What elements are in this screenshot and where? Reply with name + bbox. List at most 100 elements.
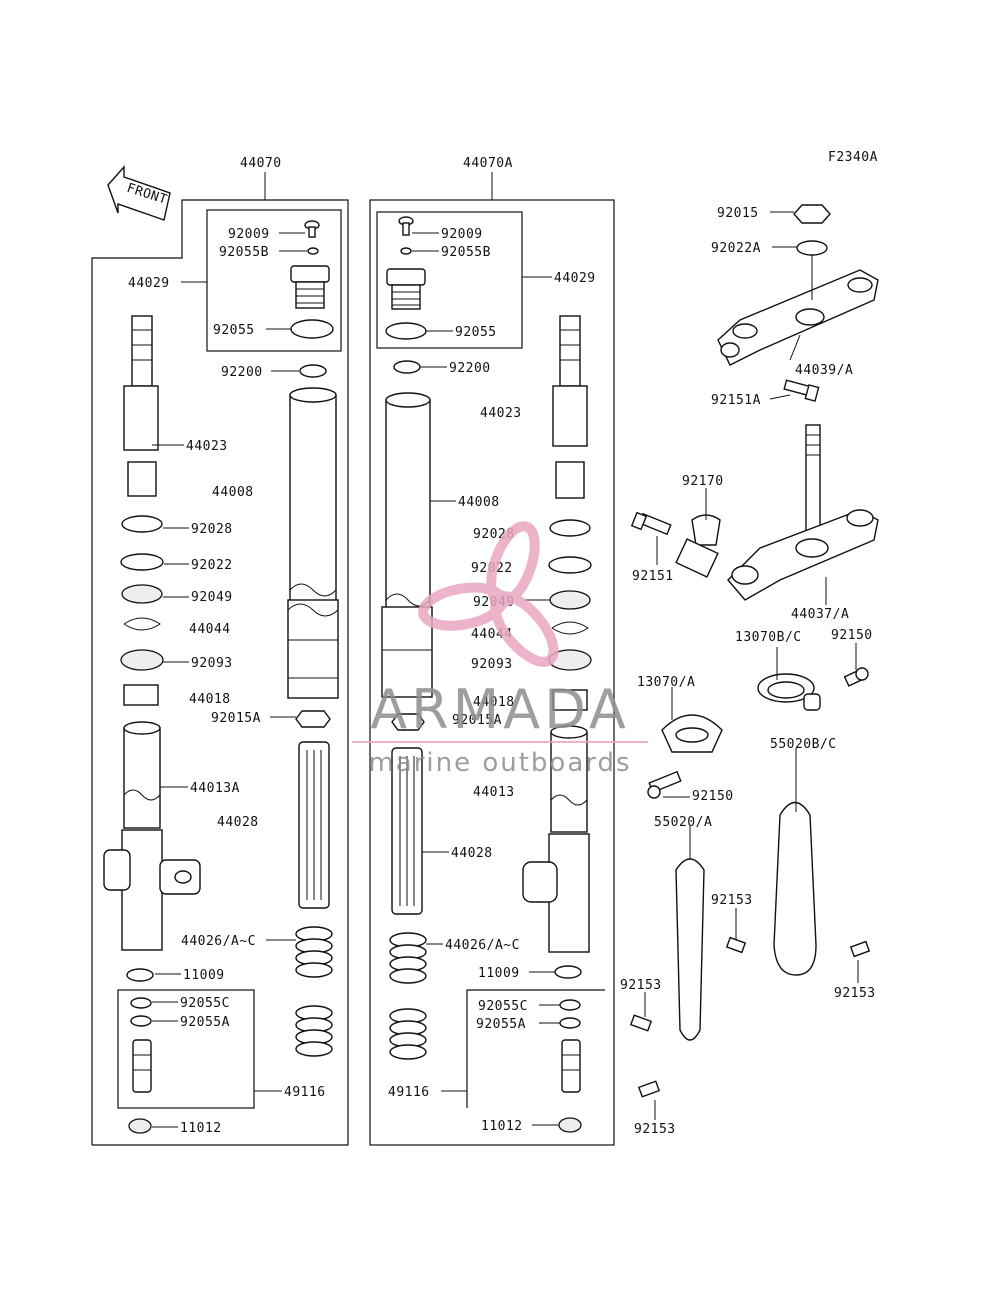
seal-92049-right xyxy=(549,590,591,610)
label-92028-left: 92028 xyxy=(191,522,233,537)
oring-92055a-left xyxy=(130,1015,152,1027)
label-92009-left: 92009 xyxy=(228,227,270,242)
fork-guard-55020bc xyxy=(773,801,817,976)
label-44037: 44037/A xyxy=(791,607,849,622)
bolt-92150b xyxy=(647,770,682,799)
label-92055a-right: 92055A xyxy=(476,1017,526,1032)
label-11009-right: 11009 xyxy=(478,966,520,981)
valve-49116-right xyxy=(561,1039,581,1093)
bracket-92170 xyxy=(675,514,721,578)
screw-92009-right xyxy=(398,216,414,236)
label-44070a: 44070A xyxy=(463,156,513,171)
oring-92055c-left xyxy=(130,997,152,1009)
label-44029-left: 44029 xyxy=(128,276,170,291)
nut-92015a-left xyxy=(295,710,331,728)
label-11012-right: 11012 xyxy=(481,1119,523,1134)
label-92055c-left: 92055C xyxy=(180,996,230,1011)
label-11009-left: 11009 xyxy=(183,968,225,983)
label-44026-right: 44026/A~C xyxy=(445,938,520,953)
fork-cap-44029-right xyxy=(386,268,426,310)
watermark-brand: ARMADA xyxy=(370,678,630,741)
label-11012-left: 11012 xyxy=(180,1121,222,1136)
washer-11009-left xyxy=(126,968,154,982)
label-44044-left: 44044 xyxy=(189,622,231,637)
nut-11012-left xyxy=(128,1118,152,1134)
front-arrow-icon: FRONT xyxy=(107,165,171,221)
upper-clamp-44039 xyxy=(717,269,879,366)
label-92153-a: 92153 xyxy=(711,893,753,908)
clip-44044-right xyxy=(551,621,589,635)
bolts-92153 xyxy=(629,936,871,1098)
label-92153-b: 92153 xyxy=(620,978,662,993)
cylinder-44028-left xyxy=(298,741,330,909)
fork-cap-44029-left xyxy=(290,265,330,309)
inner-tube-44013-right xyxy=(522,725,590,953)
label-92055-left: 92055 xyxy=(213,323,255,338)
watermark-tagline: marine outboards xyxy=(368,748,631,778)
label-92055b-left: 92055B xyxy=(219,245,269,260)
label-92153-c: 92153 xyxy=(834,986,876,1001)
washer-11009-right xyxy=(554,965,582,979)
washer-92022a xyxy=(796,240,828,256)
washer-92022-right xyxy=(548,556,592,574)
label-92153-d: 92153 xyxy=(634,1122,676,1137)
label-44018-left: 44018 xyxy=(189,692,231,707)
label-92150b: 92150 xyxy=(692,789,734,804)
label-13070a: 13070/A xyxy=(637,675,695,690)
seal-92049-left xyxy=(121,584,163,604)
label-92022-left: 92022 xyxy=(191,558,233,573)
damper-rod-44023-left xyxy=(123,315,159,497)
valve-49116-left xyxy=(132,1039,152,1093)
spring-44026-right xyxy=(389,932,427,1060)
label-92150a: 92150 xyxy=(831,628,873,643)
label-44039: 44039/A xyxy=(795,363,853,378)
label-49116-right: 49116 xyxy=(388,1085,430,1100)
watermark: ARMADA marine outboards xyxy=(352,521,648,778)
oring-92055a-right xyxy=(559,1017,581,1029)
reference-code: F2340A xyxy=(828,150,878,165)
label-92151: 92151 xyxy=(632,569,674,584)
clamp-13070a xyxy=(661,714,723,753)
cylinder-44028-right xyxy=(391,747,423,915)
fork-guard-55020a xyxy=(675,858,705,1041)
left-leader-lines xyxy=(152,232,307,1128)
label-44029-right: 44029 xyxy=(554,271,596,286)
oring-92055-left xyxy=(290,319,334,339)
nut-11012-right xyxy=(558,1117,582,1133)
label-92170: 92170 xyxy=(682,474,724,489)
label-92015: 92015 xyxy=(717,206,759,221)
right-leader-lines xyxy=(412,232,560,1126)
label-44013-right: 44013 xyxy=(473,785,515,800)
clamp-13070bc xyxy=(757,673,821,711)
propeller-logo-icon xyxy=(418,521,559,667)
label-92055a-left: 92055A xyxy=(180,1015,230,1030)
label-92049-left: 92049 xyxy=(191,590,233,605)
nut-92015a-right xyxy=(391,713,425,731)
label-55020bc: 55020B/C xyxy=(770,737,837,752)
washer-92055b-right xyxy=(400,247,412,255)
label-44013a-left: 44013A xyxy=(190,781,240,796)
label-92200-left: 92200 xyxy=(221,365,263,380)
left-assembly-frame xyxy=(91,172,349,1146)
label-13070bc: 13070B/C xyxy=(735,630,802,645)
damper-rod-44023-right xyxy=(552,315,588,499)
washer-92022-left xyxy=(120,553,164,571)
washer-92200-left xyxy=(299,364,327,378)
bushing-92028-right xyxy=(549,519,591,537)
inner-tube-44013a-left xyxy=(103,721,201,951)
lower-clamp-44037 xyxy=(727,424,879,601)
clip-44044-left xyxy=(123,617,161,631)
label-92055-right: 92055 xyxy=(455,325,497,340)
label-44070: 44070 xyxy=(240,156,282,171)
washer-92200-right xyxy=(393,360,421,374)
steering-and-guard-parts xyxy=(629,204,879,1098)
label-44018-right: 44018 xyxy=(473,695,515,710)
label-92093-right: 92093 xyxy=(471,657,513,672)
bolt-92150a xyxy=(843,667,869,687)
label-44023-right: 44023 xyxy=(480,406,522,421)
bushing-44018-left xyxy=(123,684,159,706)
label-92055c-right: 92055C xyxy=(478,999,528,1014)
label-44026-left: 44026/A~C xyxy=(181,934,256,949)
bushing-44018-right xyxy=(552,689,588,711)
outer-tube-44008-left xyxy=(287,387,339,699)
